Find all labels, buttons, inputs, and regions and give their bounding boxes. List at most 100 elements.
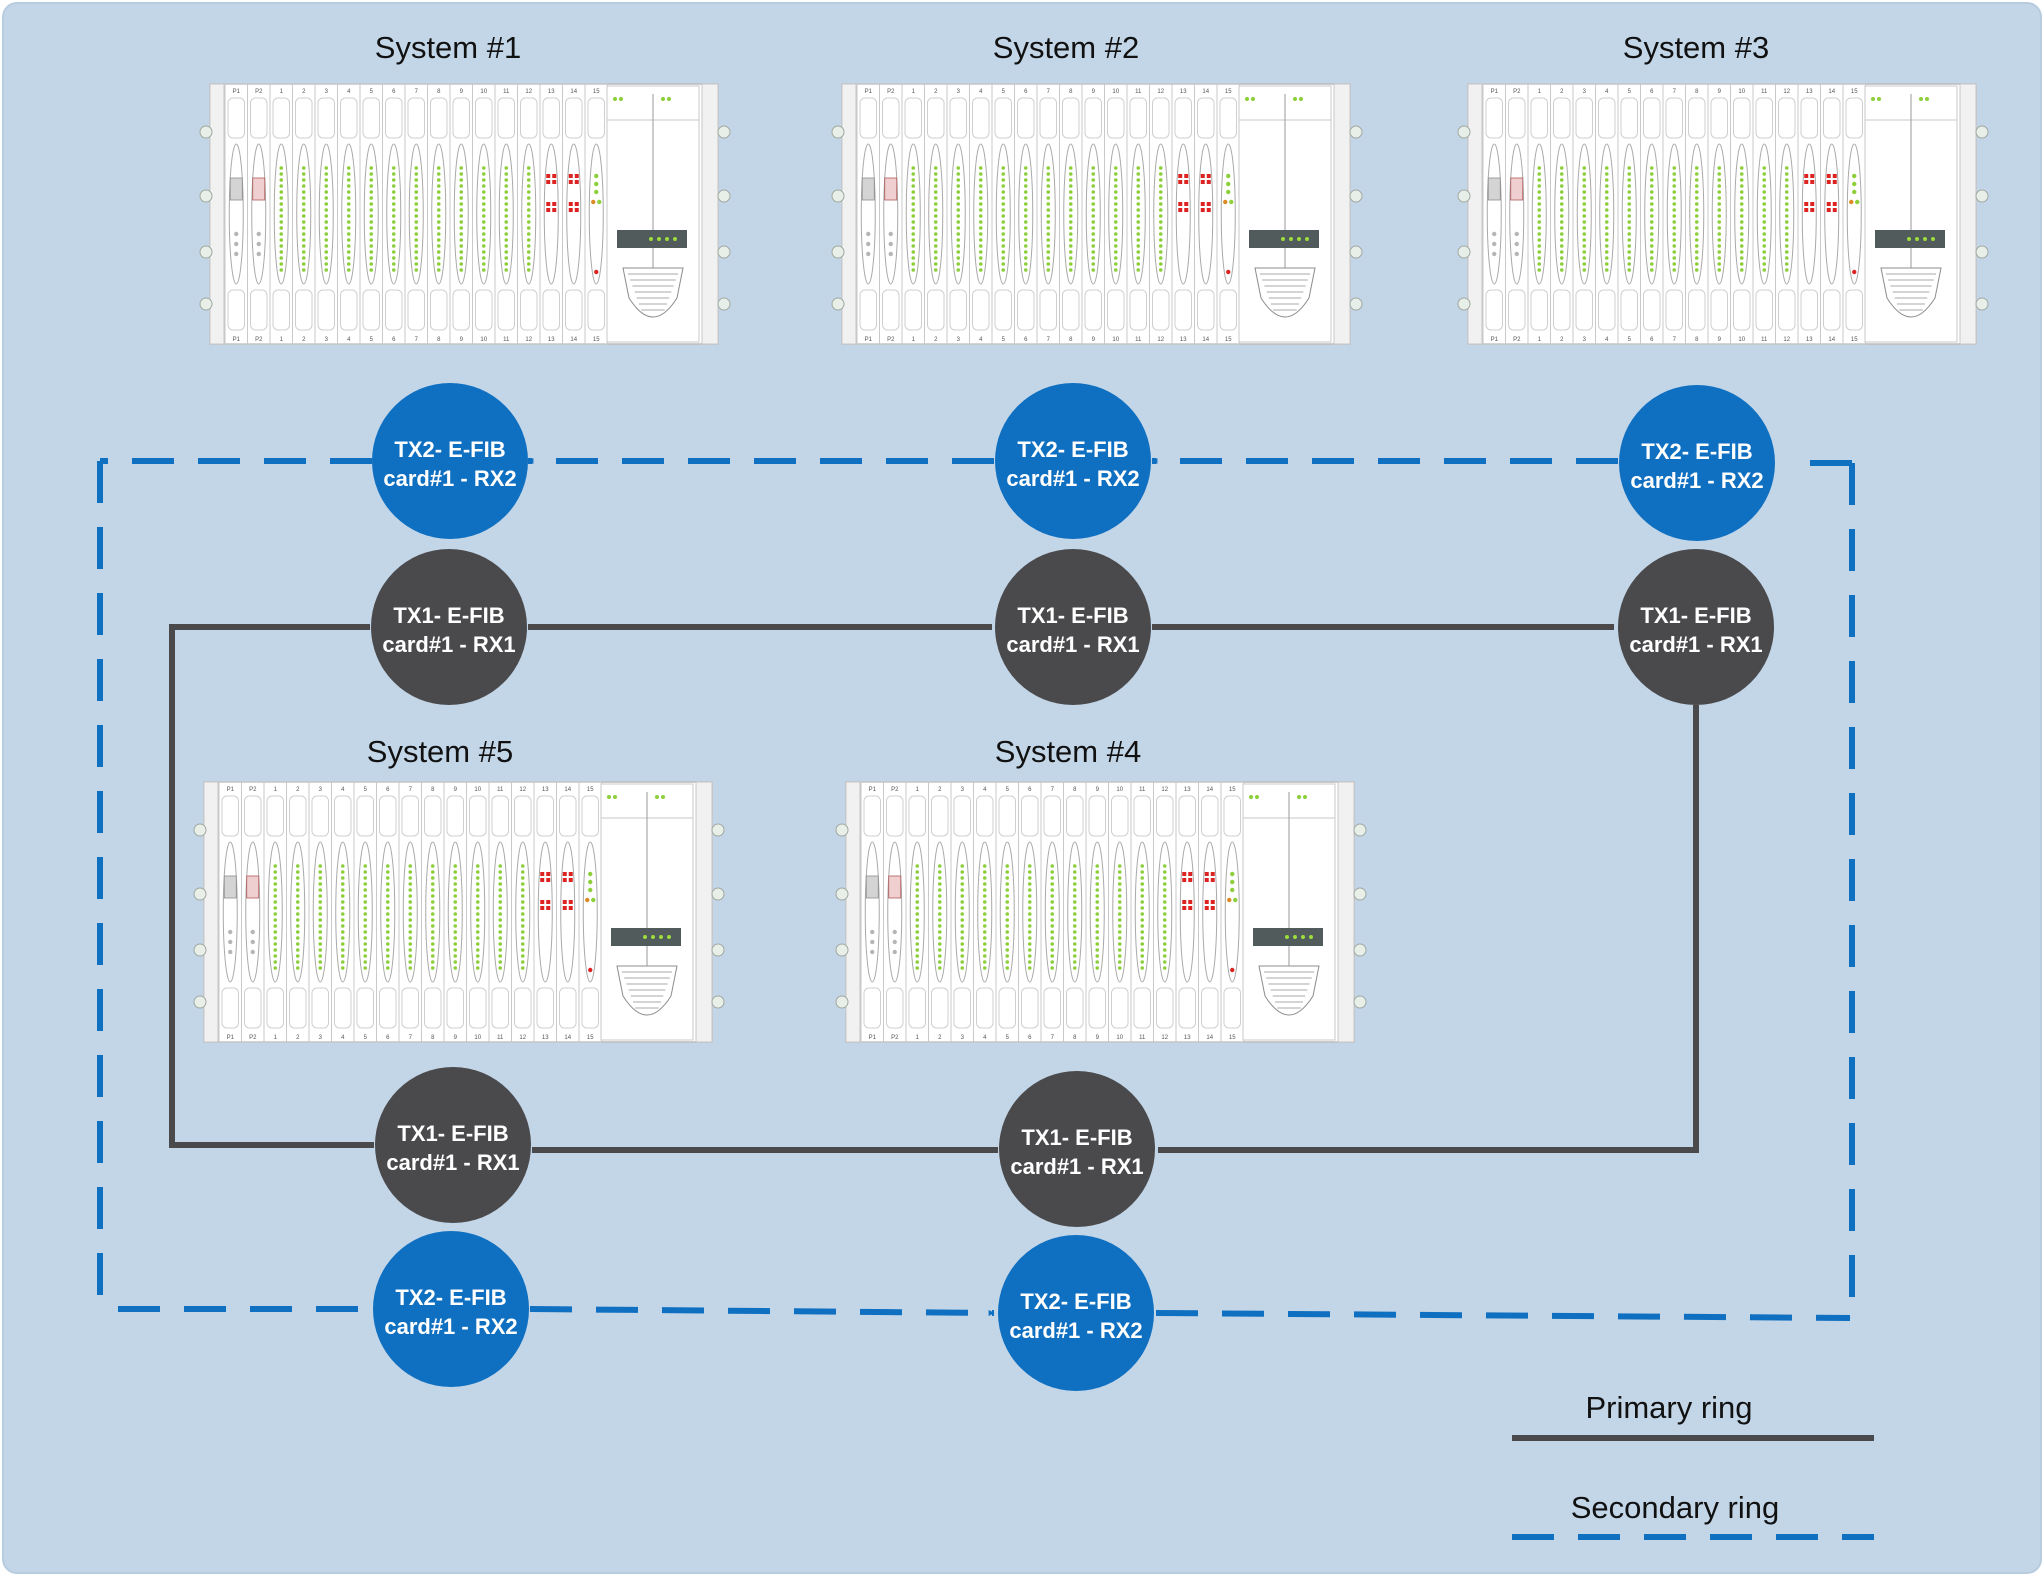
led xyxy=(1050,900,1055,904)
led xyxy=(1001,238,1006,242)
slot-label-bottom: 13 xyxy=(542,1035,549,1041)
card-handle-top xyxy=(581,795,599,837)
led xyxy=(1627,214,1632,218)
alarm-led xyxy=(1204,878,1209,882)
led xyxy=(1784,166,1789,170)
slot-label-top: 3 xyxy=(319,787,323,793)
card-faceplate xyxy=(1486,143,1502,285)
led xyxy=(408,954,413,958)
slot-label-top: 14 xyxy=(570,89,577,95)
legend: Primary ring Secondary ring xyxy=(1512,1390,1875,1540)
slot-label-top: P2 xyxy=(891,787,899,793)
slot-label-bottom: 15 xyxy=(1851,337,1858,343)
card-handle-bottom xyxy=(1553,289,1571,331)
led xyxy=(273,942,278,946)
led xyxy=(933,262,938,266)
led xyxy=(385,864,390,868)
alarm-led xyxy=(1206,180,1211,184)
card-handle-top xyxy=(1201,795,1219,837)
led xyxy=(915,942,920,946)
led xyxy=(1627,172,1632,176)
led xyxy=(1023,208,1028,212)
led xyxy=(498,918,503,922)
node-label-line2: card#1 - RX2 xyxy=(1009,1318,1142,1343)
led xyxy=(391,208,396,212)
led xyxy=(915,948,920,952)
led xyxy=(340,936,345,940)
led xyxy=(1739,238,1744,242)
led xyxy=(915,924,920,928)
node-label-line1: TX2- E-FIB xyxy=(394,437,505,462)
led xyxy=(408,906,413,910)
led xyxy=(1784,208,1789,212)
led xyxy=(1072,966,1077,970)
led xyxy=(1739,166,1744,170)
led xyxy=(385,912,390,916)
slot-label-top: 1 xyxy=(274,787,278,793)
led xyxy=(498,894,503,898)
card-handle-top xyxy=(424,795,442,837)
led xyxy=(937,912,942,916)
led xyxy=(960,930,965,934)
slot-label-top: 11 xyxy=(1135,89,1142,95)
led xyxy=(933,196,938,200)
legend-primary-label: Primary ring xyxy=(1585,1390,1752,1425)
led xyxy=(273,924,278,928)
led xyxy=(295,894,300,898)
led xyxy=(960,954,965,958)
led xyxy=(1005,900,1010,904)
led xyxy=(1158,190,1163,194)
led xyxy=(1649,202,1654,206)
led xyxy=(391,262,396,266)
led xyxy=(1852,269,1857,275)
led xyxy=(978,184,983,188)
led xyxy=(1091,208,1096,212)
led xyxy=(933,244,938,248)
led xyxy=(1027,900,1032,904)
slot-label-top: 14 xyxy=(1206,787,1213,793)
mount-hole xyxy=(835,823,849,837)
led xyxy=(888,231,893,237)
led xyxy=(1162,948,1167,952)
led xyxy=(1762,184,1767,188)
card-handle-bottom xyxy=(452,289,470,331)
led xyxy=(982,906,987,910)
led xyxy=(1762,250,1767,254)
led xyxy=(1604,184,1609,188)
card-handle-bottom xyxy=(1508,289,1526,331)
card-handle-bottom xyxy=(1485,289,1503,331)
led xyxy=(1095,888,1100,892)
led xyxy=(340,960,345,964)
led xyxy=(1068,238,1073,242)
led xyxy=(1117,942,1122,946)
led xyxy=(1604,244,1609,248)
led xyxy=(937,936,942,940)
led xyxy=(911,184,916,188)
slot-label-bottom: 3 xyxy=(1583,337,1587,343)
led xyxy=(1559,190,1564,194)
node-circle xyxy=(995,549,1151,705)
led xyxy=(1001,178,1006,182)
led xyxy=(459,244,464,248)
led xyxy=(960,966,965,970)
slot-label-bottom: 3 xyxy=(319,1035,323,1041)
node-secondary-system-1: TX2- E-FIB card#1 - RX2 xyxy=(372,383,528,539)
slot-label-bottom: 5 xyxy=(1628,337,1632,343)
mount-hole xyxy=(1975,189,1989,203)
led xyxy=(1001,214,1006,218)
led xyxy=(1023,190,1028,194)
card-handle-top xyxy=(1178,795,1196,837)
card-faceplate xyxy=(1711,143,1727,285)
slot-label-top: 8 xyxy=(1695,89,1699,95)
card-handle-top xyxy=(859,97,877,139)
led xyxy=(1136,232,1141,236)
card-faceplate xyxy=(1089,841,1105,983)
led xyxy=(340,954,345,958)
slot-label-top: 4 xyxy=(347,89,351,95)
led xyxy=(1072,882,1077,886)
led xyxy=(475,912,480,916)
led xyxy=(1140,882,1145,886)
led xyxy=(1649,238,1654,242)
led xyxy=(453,912,458,916)
led xyxy=(1537,202,1542,206)
